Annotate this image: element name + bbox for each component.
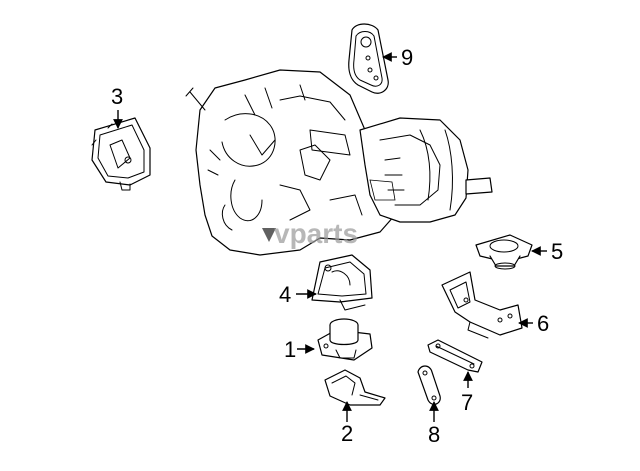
part-2-heat-shield[interactable] bbox=[324, 369, 386, 406]
callout-8: 8 bbox=[428, 422, 440, 447]
watermark-text: vparts bbox=[274, 218, 358, 249]
part-5-trans-mount[interactable] bbox=[475, 234, 533, 270]
part-8-link[interactable] bbox=[417, 365, 441, 405]
callout-6: 6 bbox=[537, 311, 549, 336]
engine-transmission-assembly bbox=[185, 69, 493, 256]
callout-5: 5 bbox=[551, 239, 563, 264]
callout-4: 4 bbox=[279, 282, 291, 307]
callout-numbers: 1 2 3 4 5 6 7 8 9 bbox=[111, 45, 563, 447]
callout-7: 7 bbox=[461, 390, 473, 415]
part-9-mount-plate[interactable] bbox=[348, 23, 389, 94]
watermark: vparts bbox=[262, 218, 358, 249]
part-1-mount-insulator[interactable] bbox=[317, 318, 373, 361]
callout-1: 1 bbox=[284, 337, 296, 362]
callout-3: 3 bbox=[111, 84, 123, 109]
part-3-mount-bracket[interactable] bbox=[91, 117, 151, 191]
callout-9: 9 bbox=[401, 45, 413, 70]
part-7-strap[interactable] bbox=[427, 339, 483, 373]
callout-leaders bbox=[113, 52, 547, 422]
callout-2: 2 bbox=[341, 421, 353, 446]
part-6-crossmember[interactable] bbox=[441, 271, 523, 339]
watermark-logo-icon bbox=[262, 228, 276, 242]
part-4-engine-mount[interactable] bbox=[311, 254, 373, 311]
